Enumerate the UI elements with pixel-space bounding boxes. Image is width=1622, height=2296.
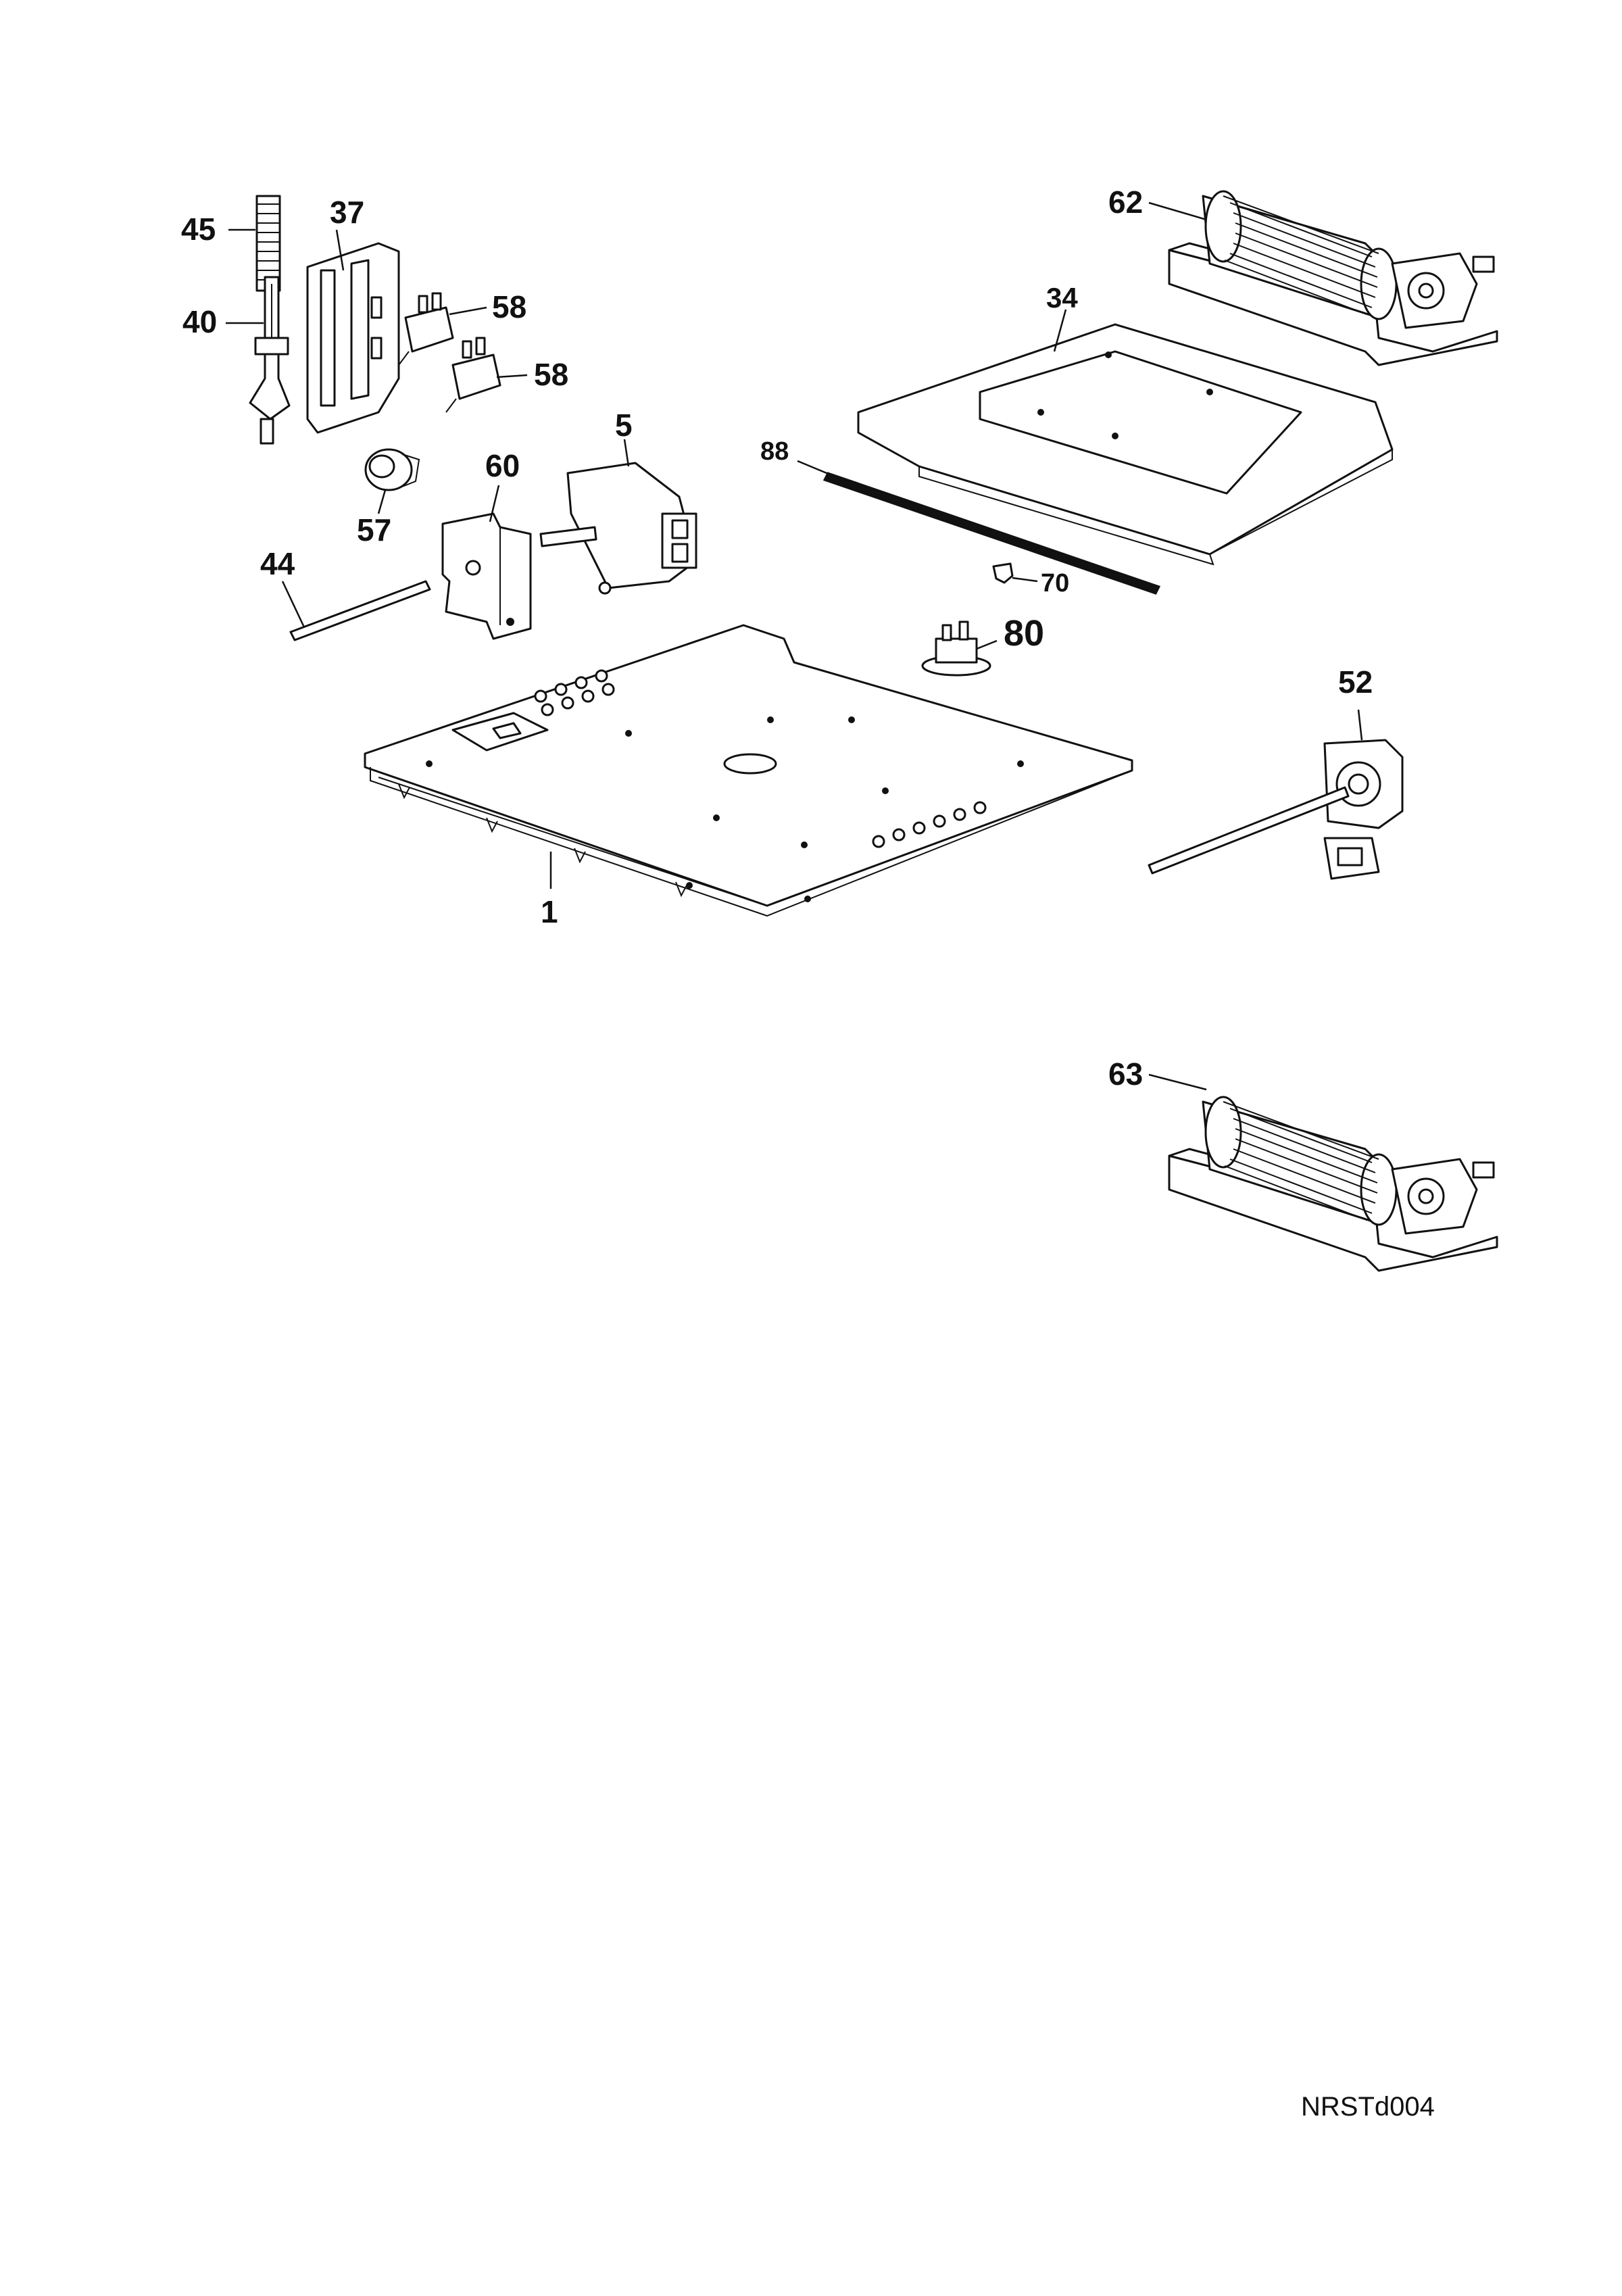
part-58-micro-switch-upper <box>398 292 454 366</box>
part-58-micro-switch-lower <box>445 337 501 413</box>
callout-70: 70 <box>1041 569 1069 597</box>
part-5-selector-switch <box>539 462 697 595</box>
part-70-cap <box>992 562 1014 584</box>
part-80-thermostat <box>921 620 991 677</box>
part-45-spring <box>255 195 281 292</box>
callout-1: 1 <box>541 894 558 929</box>
part-37-switch-housing <box>306 242 400 434</box>
part-52-motor <box>1148 739 1404 880</box>
part-63-tangential-fan <box>1168 1096 1498 1272</box>
part-1-base-plate <box>364 624 1133 917</box>
part-34-cover <box>857 323 1394 566</box>
callout-58-upper: 58 <box>492 289 526 324</box>
callout-34: 34 <box>1046 282 1078 314</box>
callout-45: 45 <box>181 212 216 247</box>
part-60-bracket <box>441 512 532 640</box>
callout-60: 60 <box>485 448 520 483</box>
callout-88: 88 <box>760 437 789 466</box>
callout-58-lower: 58 <box>534 357 568 392</box>
callout-37: 37 <box>330 195 364 230</box>
callout-44: 44 <box>260 546 295 581</box>
part-44-rod <box>289 580 431 641</box>
part-40-slide-rod <box>249 276 291 445</box>
callout-62: 62 <box>1108 185 1143 220</box>
callout-5: 5 <box>615 408 633 443</box>
callout-80: 80 <box>1004 613 1044 654</box>
drawing-code: NRSTd004 <box>1301 2092 1435 2122</box>
part-62-tangential-fan <box>1168 190 1498 366</box>
part-88-seal-strip <box>822 472 1161 595</box>
callout-63: 63 <box>1108 1056 1143 1092</box>
callout-52: 52 <box>1338 664 1373 700</box>
part-57-button <box>364 448 420 491</box>
callout-40: 40 <box>182 304 217 339</box>
callout-57: 57 <box>357 512 391 547</box>
